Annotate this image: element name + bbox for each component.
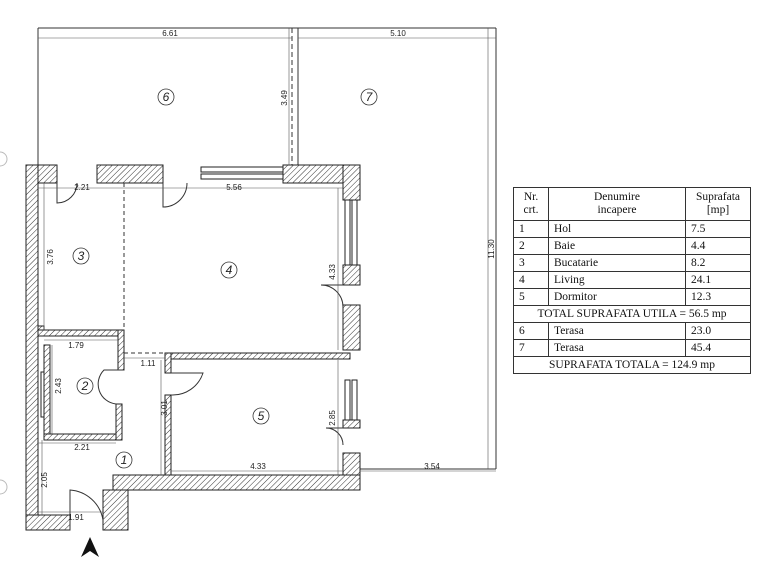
dim-terrace-depth: 3.49 <box>280 90 289 106</box>
dim-kitchen-height: 3.76 <box>46 249 55 265</box>
table-row: 2 Baie 4.4 <box>513 237 751 255</box>
row-nr: 3 <box>513 254 549 272</box>
table-header-row: Nr. crt. Denumire incapere Suprafata [mp… <box>513 187 751 221</box>
room-markers <box>72 88 378 469</box>
room-2-number: 2 <box>81 379 89 393</box>
dim-terrace7-width: 5.10 <box>390 29 406 38</box>
dim-living-height: 4.33 <box>328 264 337 280</box>
row-nr: 2 <box>513 237 549 255</box>
interior-walls <box>37 325 351 476</box>
dim-overall-height: 11.30 <box>487 239 496 259</box>
row-area: 12.3 <box>685 288 751 306</box>
terrace-outline <box>37 27 497 470</box>
row-nr: 7 <box>513 339 549 357</box>
total-text: SUPRAFATA TOTALA = 124.9 mp <box>513 356 751 374</box>
row-nr: 1 <box>513 220 549 238</box>
entrance-arrow-icon <box>81 537 99 557</box>
dim-hall-small: 1.11 <box>141 359 157 368</box>
dimension-labels: 6.61 5.10 3.49 11.30 2.21 5.56 3.76 4.33… <box>40 29 496 522</box>
room-6-number: 6 <box>163 90 170 104</box>
row-name: Bucatarie <box>548 254 686 272</box>
dim-entry-width: 1.91 <box>68 513 84 522</box>
dim-kitchen-top: 2.21 <box>74 183 90 192</box>
dim-hall-mid: 2.21 <box>74 443 90 452</box>
dim-bedroom-height: 2.85 <box>328 410 337 426</box>
row-area: 23.0 <box>685 322 751 340</box>
dashed-partitions <box>123 183 165 354</box>
row-area: 24.1 <box>685 271 751 289</box>
room-4-number: 4 <box>226 263 233 277</box>
dim-terrace-bottom: 3.54 <box>424 462 440 471</box>
dim-bath-height: 2.43 <box>54 378 63 394</box>
dim-living-top: 5.56 <box>226 183 242 192</box>
row-name: Terasa <box>548 322 686 340</box>
dimension-lines <box>38 28 496 515</box>
row-nr: 6 <box>513 322 549 340</box>
room-1-number: 1 <box>121 453 128 467</box>
row-nr: 5 <box>513 288 549 306</box>
row-area: 8.2 <box>685 254 751 272</box>
doors <box>56 182 344 530</box>
windows <box>40 166 358 421</box>
dim-hall-height: 3.01 <box>160 400 169 416</box>
exterior-walls <box>25 164 361 531</box>
table-row: 7 Terasa 45.4 <box>513 339 751 357</box>
header-nr: Nr. crt. <box>513 187 549 221</box>
total-row: SUPRAFATA TOTALA = 124.9 mp <box>513 356 751 374</box>
row-area: 7.5 <box>685 220 751 238</box>
row-name: Hol <box>548 220 686 238</box>
row-name: Dormitor <box>548 288 686 306</box>
header-area: Suprafata [mp] <box>685 187 751 221</box>
area-table: Nr. crt. Denumire incapere Suprafata [mp… <box>513 187 751 374</box>
table-row: 1 Hol 7.5 <box>513 220 751 238</box>
total-util-text: TOTAL SUPRAFATA UTILA = 56.5 mp <box>513 305 751 323</box>
room-7-number: 7 <box>366 90 374 104</box>
table-row: 6 Terasa 23.0 <box>513 322 751 340</box>
room-5-number: 5 <box>258 409 265 423</box>
dim-entry-height: 2.05 <box>40 472 49 488</box>
row-area: 4.4 <box>685 237 751 255</box>
room-3-number: 3 <box>78 249 85 263</box>
dim-bath-width: 1.79 <box>68 341 84 350</box>
total-util-row: TOTAL SUPRAFATA UTILA = 56.5 mp <box>513 305 751 323</box>
row-name: Living <box>548 271 686 289</box>
room-numbers: 6 7 3 4 2 5 1 <box>78 90 374 467</box>
row-area: 45.4 <box>685 339 751 357</box>
header-name: Denumire incapere <box>548 187 686 221</box>
row-nr: 4 <box>513 271 549 289</box>
table-row: 3 Bucatarie 8.2 <box>513 254 751 272</box>
table-row: 5 Dormitor 12.3 <box>513 288 751 306</box>
row-name: Baie <box>548 237 686 255</box>
dim-terrace6-width: 6.61 <box>162 29 178 38</box>
row-name: Terasa <box>548 339 686 357</box>
dim-bedroom-width: 4.33 <box>250 462 266 471</box>
table-row: 4 Living 24.1 <box>513 271 751 289</box>
edge-marks <box>0 151 8 495</box>
